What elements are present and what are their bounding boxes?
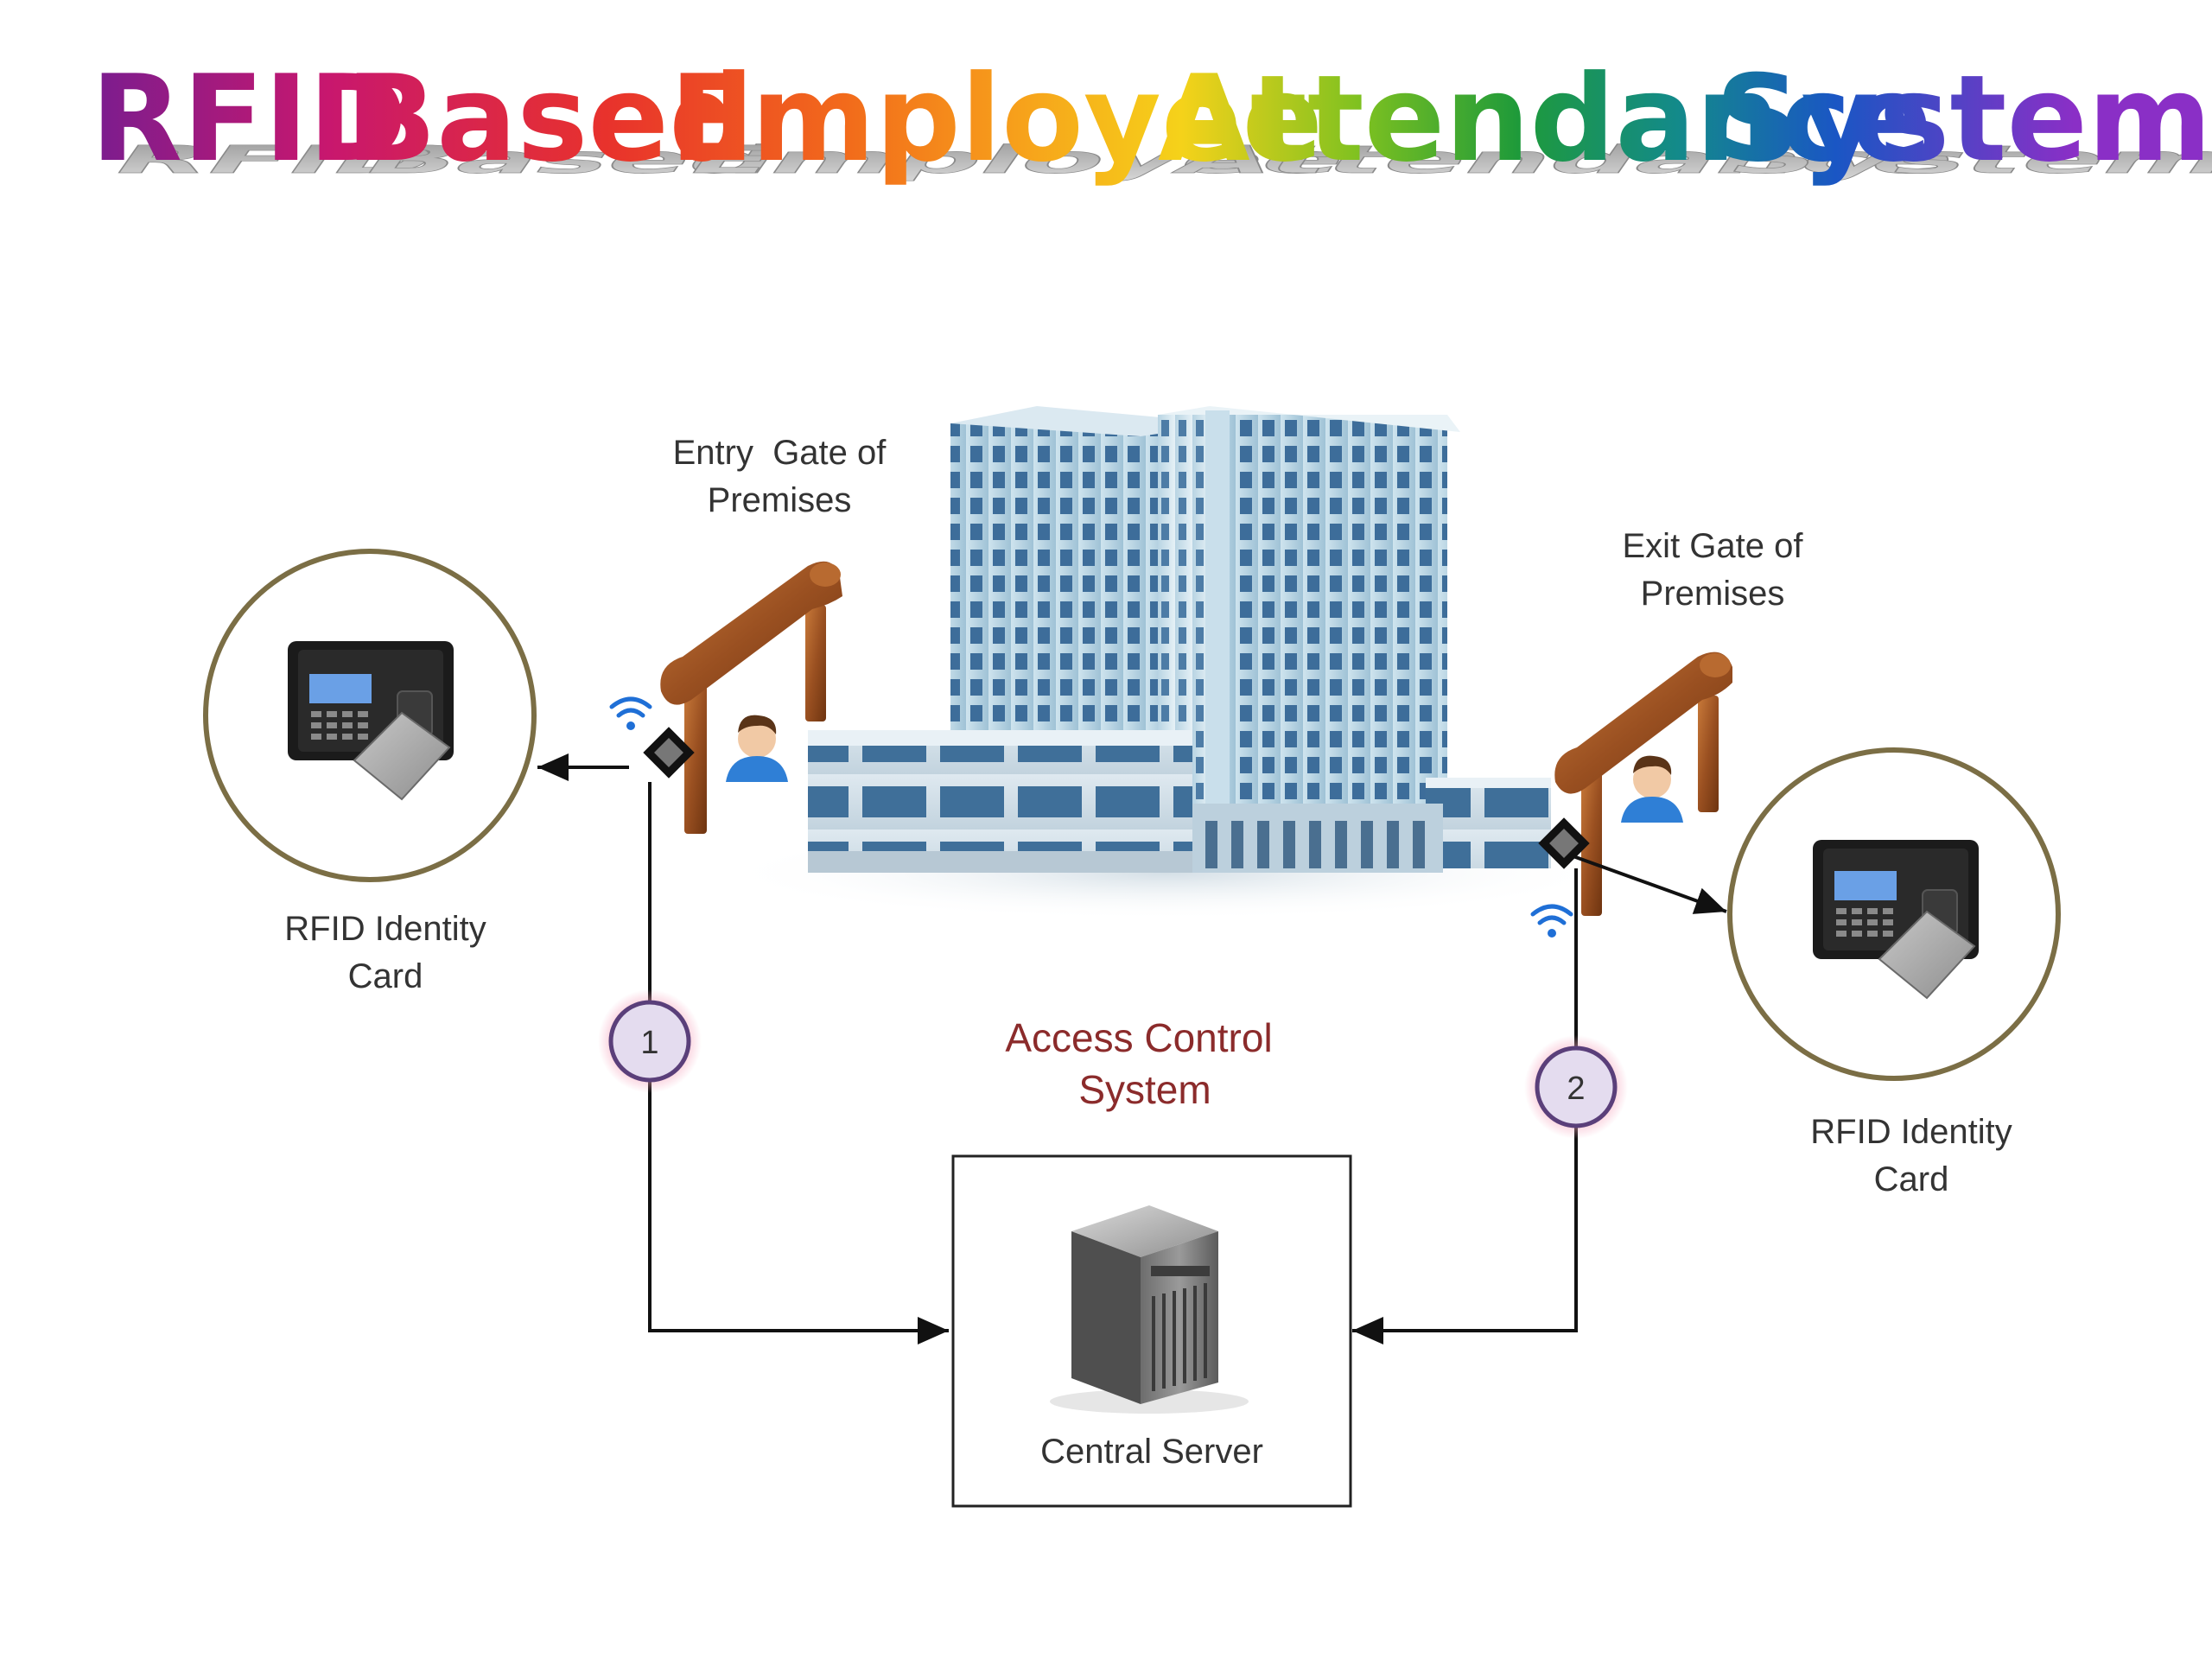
right-card-label-line2: Card xyxy=(1874,1160,1949,1198)
entry-person-icon xyxy=(726,715,788,782)
title-shadow: RFID Based Employee Attendance System xyxy=(101,137,2212,183)
title-word-system: System xyxy=(1715,49,2212,188)
exit-gate-label-line1: Exit Gate of xyxy=(1623,527,1804,565)
central-server-label: Central Server xyxy=(1040,1433,1263,1471)
left-card-label: RFID Identity Card xyxy=(284,910,486,995)
server-tower-icon xyxy=(1050,1205,1249,1414)
right-card-label: RFID Identity Card xyxy=(1810,1113,2012,1198)
exit-to-card-arrow xyxy=(1570,854,1727,914)
entry-gate-label-line2: Premises xyxy=(708,481,852,519)
title-shadow-word: Employee xyxy=(677,137,1361,181)
exit-to-server-line xyxy=(1352,868,1578,1344)
entry-gate-label: Entry Gate of Premises xyxy=(673,434,887,519)
left-card-label-line1: RFID Identity xyxy=(284,910,486,948)
right-card-label-line1: RFID Identity xyxy=(1810,1113,2012,1151)
step-badge-1-text: 1 xyxy=(640,1025,658,1061)
exit-person-icon xyxy=(1621,755,1683,823)
central-server-box: Central Server xyxy=(951,1154,1352,1508)
entry-gate-barrier-icon xyxy=(660,561,842,834)
svg-text:RFID Based Emp: RFID Based Employee Attendance System xyxy=(102,137,2212,181)
exit-wifi-icon xyxy=(1530,904,1573,938)
title-word-employee: Employee xyxy=(670,49,1323,188)
step-badge-2-text: 2 xyxy=(1567,1071,1585,1107)
right-rfid-card-terminal xyxy=(1727,747,2061,1081)
title-shadow-word: Based xyxy=(353,137,792,181)
title-shadow-word: RFID xyxy=(102,137,449,181)
entry-wifi-icon xyxy=(609,696,652,730)
title-shadow-word: System xyxy=(1718,137,2212,181)
step-badge-1: 1 xyxy=(598,989,702,1093)
access-control-label: Access Control System xyxy=(1005,1015,1272,1112)
access-control-label-line2: System xyxy=(1078,1067,1211,1112)
entry-rfid-reader-icon xyxy=(643,727,695,779)
access-control-label-line1: Access Control xyxy=(1005,1015,1272,1060)
title: RFID Based Employee Attendance System RF… xyxy=(91,49,2212,188)
exit-gate-label: Exit Gate of Premises xyxy=(1623,527,1804,613)
left-rfid-card-terminal xyxy=(203,549,537,882)
office-building-icon xyxy=(717,406,1616,920)
entry-to-server-line xyxy=(648,782,949,1344)
entry-gate-label-line1: Entry Gate of xyxy=(673,434,887,472)
title-word-based: Based xyxy=(346,49,754,188)
exit-gate-barrier-icon xyxy=(1554,652,1732,916)
left-rfid-card-icon xyxy=(353,711,451,801)
exit-gate-label-line2: Premises xyxy=(1641,575,1785,613)
step-badge-2: 2 xyxy=(1524,1035,1628,1139)
title-word-rfid: RFID xyxy=(91,49,407,188)
right-rfid-card-icon xyxy=(1878,910,1976,1000)
connectors xyxy=(537,753,1727,1344)
title-shadow-word: Attendance xyxy=(1165,137,1970,181)
title-text: RFID Based Employee Attendance System xyxy=(91,49,2212,188)
left-card-label-line2: Card xyxy=(348,957,423,995)
title-word-attendance: Attendance xyxy=(1158,49,1932,188)
